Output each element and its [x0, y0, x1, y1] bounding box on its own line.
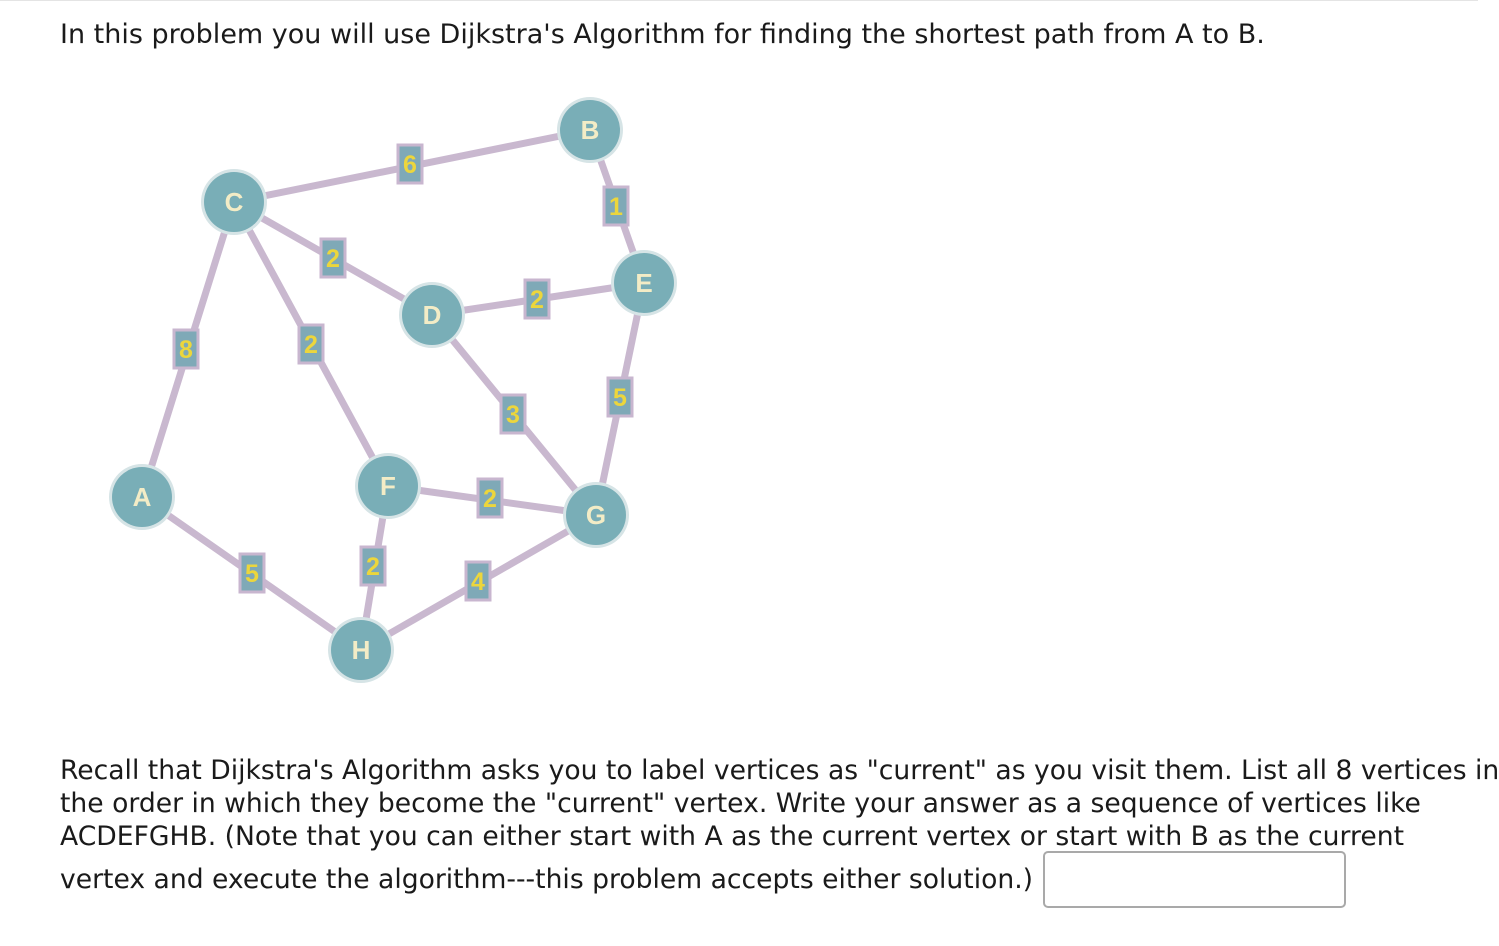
edge-weight-F-G: 2 [476, 477, 504, 519]
edge-weight-D-G: 3 [499, 393, 527, 435]
node-label: B [581, 115, 600, 145]
weight-label: 4 [471, 568, 485, 596]
node-D: D [399, 282, 465, 348]
node-F: F [355, 453, 421, 519]
node-circle [566, 485, 626, 545]
weight-box [499, 393, 527, 435]
weight-box [396, 143, 424, 185]
weight-label: 2 [366, 553, 380, 581]
question-line-4: vertex and execute the algorithm---this … [60, 864, 1034, 895]
top-divider [0, 0, 1478, 1]
weight-label: 8 [179, 336, 193, 364]
weight-label: 2 [530, 286, 544, 314]
nodes-layer: A B C D E F G H [109, 97, 677, 683]
edge-weight-F-H: 2 [359, 545, 387, 587]
graph-diagram: 6 1 2 2 8 2 3 5 2 5 2 4 A B C D E F G H [109, 97, 677, 683]
weight-box [319, 237, 347, 279]
weight-box [602, 185, 630, 227]
node-circle [402, 285, 462, 345]
node-circle [614, 253, 674, 313]
weight-label: 5 [613, 384, 627, 412]
edge-weight-C-D: 2 [319, 237, 347, 279]
node-H: H [328, 617, 394, 683]
question-last-row: vertex and execute the algorithm---this … [60, 851, 1465, 908]
answer-input[interactable] [1043, 851, 1347, 908]
node-circle [560, 100, 620, 160]
weight-box [476, 477, 504, 519]
weight-label: 3 [506, 401, 520, 429]
edge-weight-C-A: 8 [172, 328, 200, 370]
question-text: Recall that Dijkstra's Algorithm asks yo… [60, 754, 1499, 908]
edge-weight-B-E: 1 [602, 185, 630, 227]
node-A: A [109, 464, 175, 530]
node-label: D [423, 300, 442, 330]
weights-layer: 6 1 2 2 8 2 3 5 2 5 2 4 [172, 143, 634, 602]
question-line-3: ACDEFGHB. (Note that you can either star… [60, 821, 1404, 852]
weight-label: 2 [304, 331, 318, 359]
edge-weight-C-B: 6 [396, 143, 424, 185]
node-label: H [352, 635, 371, 665]
weight-label: 1 [609, 193, 623, 221]
weight-label: 2 [483, 485, 497, 513]
weight-label: 6 [403, 151, 417, 179]
weight-box [606, 376, 634, 418]
node-circle [331, 620, 391, 680]
weight-box [297, 323, 325, 365]
node-label: A [133, 482, 152, 512]
weight-box [523, 278, 551, 320]
weight-label: 2 [326, 245, 340, 273]
weight-box [464, 560, 492, 602]
node-circle [204, 172, 264, 232]
edge-weight-E-G: 5 [606, 376, 634, 418]
edge-weight-A-H: 5 [238, 552, 266, 594]
question-line-1: Recall that Dijkstra's Algorithm asks yo… [60, 755, 1499, 786]
node-label: F [380, 471, 396, 501]
weight-box [238, 552, 266, 594]
node-C: C [201, 169, 267, 235]
question-line-2: the order in which they become the "curr… [60, 788, 1421, 819]
edge-weight-H-G: 4 [464, 560, 492, 602]
weight-box [359, 545, 387, 587]
node-circle [358, 456, 418, 516]
weight-box [172, 328, 200, 370]
weight-label: 5 [245, 560, 259, 588]
node-B: B [557, 97, 623, 163]
node-label: G [586, 500, 606, 530]
edge-weight-C-F: 2 [297, 323, 325, 365]
problem-intro: In this problem you will use Dijkstra's … [60, 19, 1265, 50]
edge-weight-D-E: 2 [523, 278, 551, 320]
node-label: E [635, 268, 652, 298]
node-E: E [611, 250, 677, 316]
node-circle [112, 467, 172, 527]
node-G: G [563, 482, 629, 548]
node-label: C [225, 187, 244, 217]
